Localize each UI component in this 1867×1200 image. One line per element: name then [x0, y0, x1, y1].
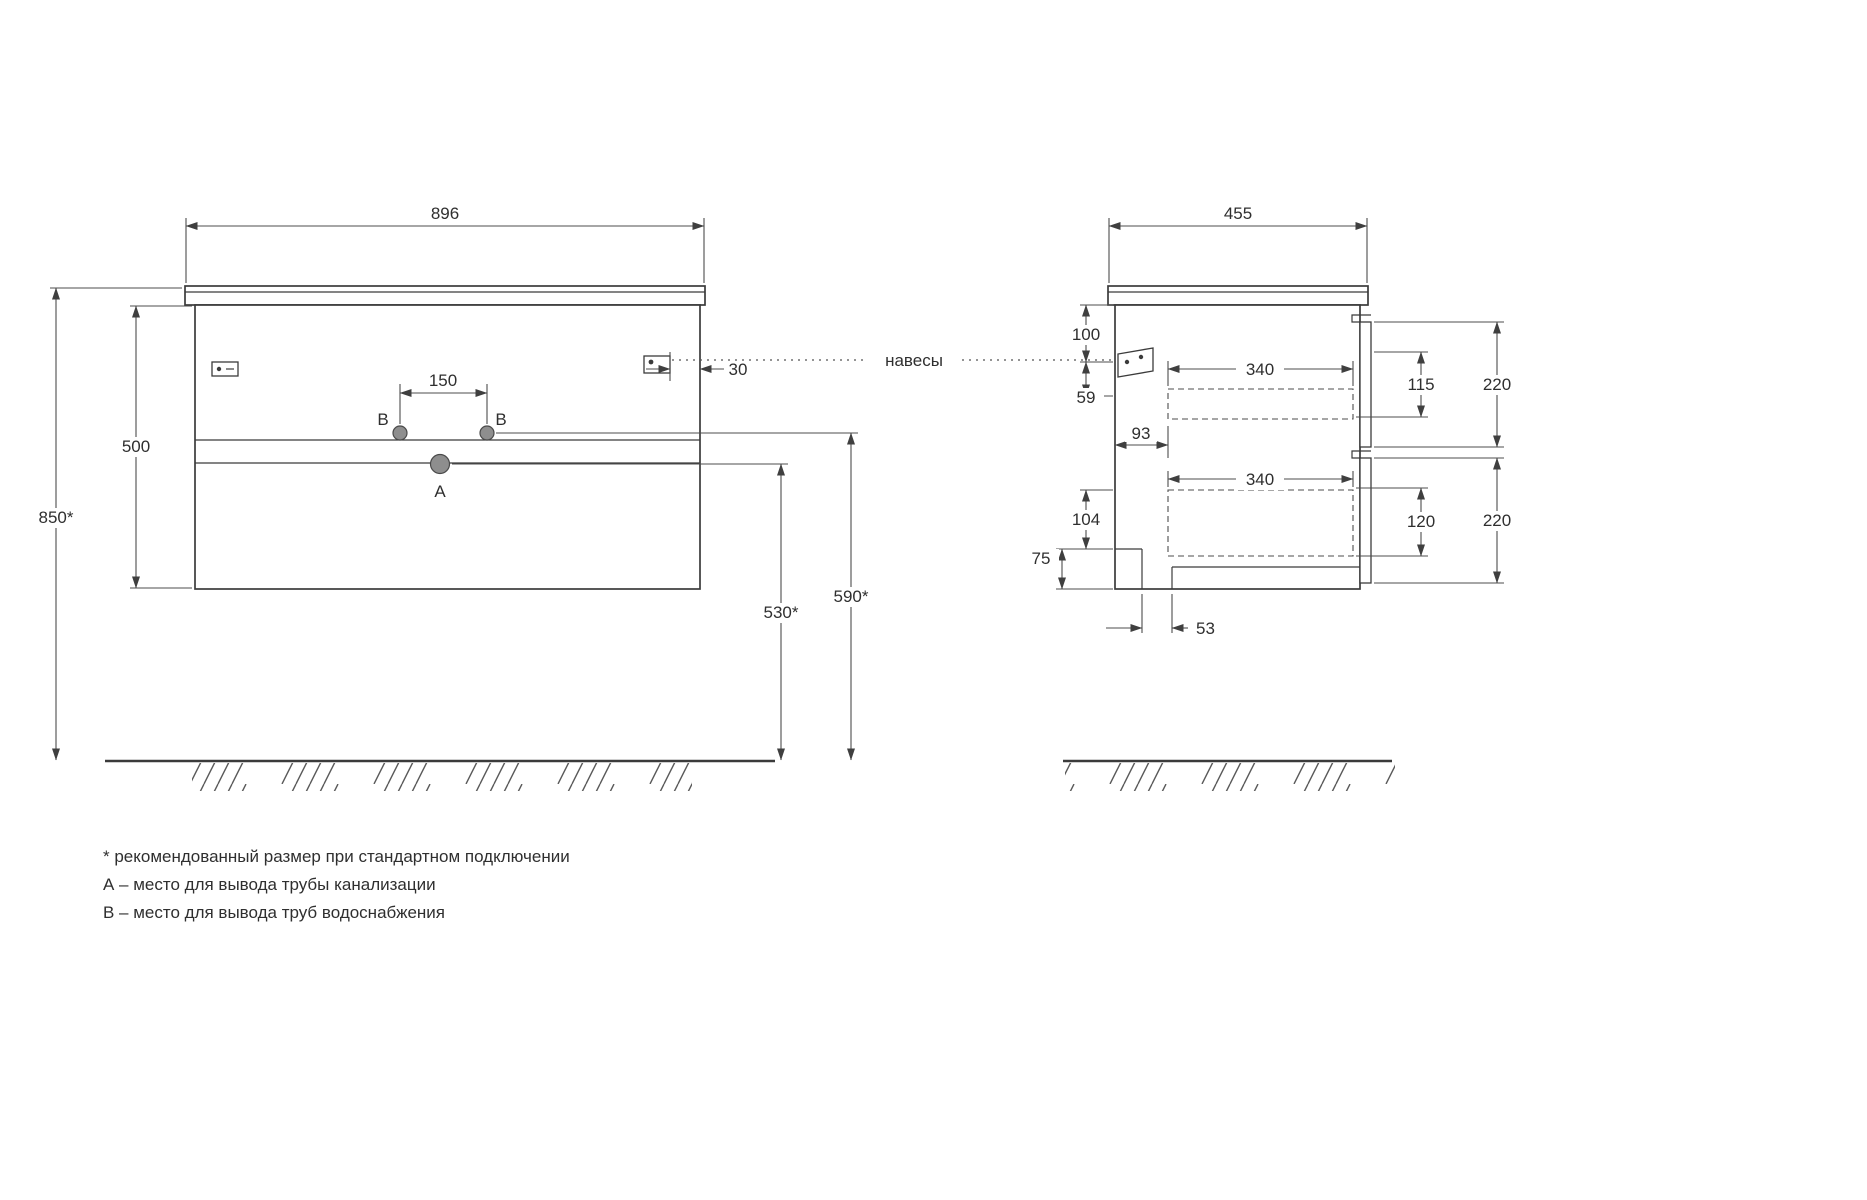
side-hanger-bracket — [1117, 347, 1154, 378]
floor-hatch-left — [192, 763, 692, 791]
dim-label: 850* — [39, 508, 74, 527]
dim-front-height-top: 220 — [1374, 321, 1521, 448]
hanger-body — [1117, 347, 1154, 378]
dim-cabinet-height: 500 — [114, 305, 192, 589]
label-bg — [825, 587, 877, 607]
hole-a — [429, 453, 451, 475]
dim-drawer-depth-bottom: 340 — [1167, 470, 1354, 490]
legend-note-a: А – место для вывода трубы канализации — [103, 875, 436, 894]
dim-bracket-offset: 30 — [646, 352, 747, 381]
hole-b-left-label: B — [377, 410, 388, 429]
dim-drawer-depth-top: 340 — [1167, 360, 1354, 386]
drawer-box-top-dashed — [1167, 388, 1354, 420]
dim-label: 340 — [1246, 360, 1274, 379]
dim-label: 150 — [429, 371, 457, 390]
dim-drawer-box-top: 115 — [1356, 351, 1445, 418]
bracket-body — [643, 355, 671, 374]
handle-notch-top — [1351, 314, 1371, 323]
side-view: 455 100 59 340 — [1023, 204, 1521, 638]
dim-label: 59 — [1077, 388, 1096, 407]
dim-label: 590* — [834, 587, 869, 606]
front-view: 896 500 850* 150 30 — [31, 204, 877, 761]
dim-front-height-bottom: 220 — [1374, 457, 1521, 584]
label-bg — [1236, 360, 1284, 380]
legend-note-asterisk: * рекомендованный размер при стандартном… — [103, 847, 570, 866]
dim-bottom-rail: 75 — [1023, 548, 1113, 590]
dim-hole-spacing: 150 — [399, 371, 488, 424]
dim-total-height: 850* — [31, 287, 182, 761]
label-bg — [114, 437, 158, 457]
front-left-bracket — [211, 361, 239, 377]
dim-label: 530* — [764, 603, 799, 622]
drawer-front-top — [1359, 321, 1372, 448]
hole-b-right — [479, 425, 495, 441]
label-bg — [1473, 511, 1521, 531]
label-bg — [1236, 470, 1284, 490]
dim-top-clearance: 100 — [1063, 304, 1113, 363]
label-bg — [1023, 549, 1059, 569]
dim-label: 220 — [1483, 375, 1511, 394]
label-bg — [1063, 325, 1109, 345]
hole-a-label: A — [434, 482, 446, 501]
dim-label: 104 — [1072, 510, 1100, 529]
dim-label: 340 — [1246, 470, 1274, 489]
floor-hatch-right — [1065, 763, 1395, 791]
hangers-label: навесы — [885, 351, 943, 370]
label-bg — [1473, 375, 1521, 395]
hanger-pin — [1138, 354, 1144, 360]
label-bg — [1397, 512, 1445, 532]
dim-label: 220 — [1483, 511, 1511, 530]
dim-depth: 455 — [1108, 204, 1368, 283]
front-countertop — [184, 285, 706, 306]
dim-drawer-box-bottom: 120 — [1356, 487, 1445, 557]
label-bg — [31, 508, 81, 528]
dim-label: 896 — [431, 204, 459, 223]
drawer-front-bottom — [1359, 457, 1372, 584]
dim-label: 120 — [1407, 512, 1435, 531]
front-right-bracket — [643, 355, 671, 374]
bottom-step-profile — [1115, 548, 1360, 589]
label-bg — [1068, 388, 1104, 408]
label-bg — [1125, 424, 1157, 442]
bracket-pin — [216, 366, 222, 372]
floor — [105, 759, 1395, 791]
dim-label: 93 — [1132, 424, 1151, 443]
dim-overall-width: 896 — [185, 204, 705, 283]
label-bg — [1397, 375, 1445, 395]
dim-label: 115 — [1407, 375, 1434, 394]
dim-label: 500 — [122, 437, 150, 456]
dim-label: 75 — [1032, 549, 1051, 568]
pipe-holes: B B A — [377, 410, 506, 501]
bracket-body — [211, 361, 239, 377]
dim-label: 30 — [729, 360, 748, 379]
dim-bottom-clearance: 104 — [1056, 489, 1113, 550]
hanger-pin — [1124, 359, 1130, 365]
dim-bottom-inset: 53 — [1106, 594, 1215, 638]
label-bg — [1063, 510, 1109, 530]
legend: * рекомендованный размер при стандартном… — [103, 847, 570, 922]
dim-back-clearance: 93 — [1114, 424, 1169, 458]
hole-b-right-label: B — [495, 410, 506, 429]
front-cabinet-body — [194, 304, 701, 590]
bracket-pin — [648, 359, 654, 365]
dim-siphon-height: 530* — [452, 463, 807, 761]
hole-b-left — [392, 425, 408, 441]
legend-note-b: В – место для вывода труб водоснабжения — [103, 903, 445, 922]
dim-label: 455 — [1224, 204, 1252, 223]
label-bg — [755, 603, 807, 623]
dim-label: 100 — [1072, 325, 1100, 344]
handle-notch-bottom — [1351, 450, 1371, 459]
dim-label: 53 — [1196, 619, 1215, 638]
dim-hanger-drop: 59 — [1068, 361, 1113, 408]
side-countertop — [1107, 285, 1369, 306]
dim-supply-height: 590* — [496, 432, 877, 761]
